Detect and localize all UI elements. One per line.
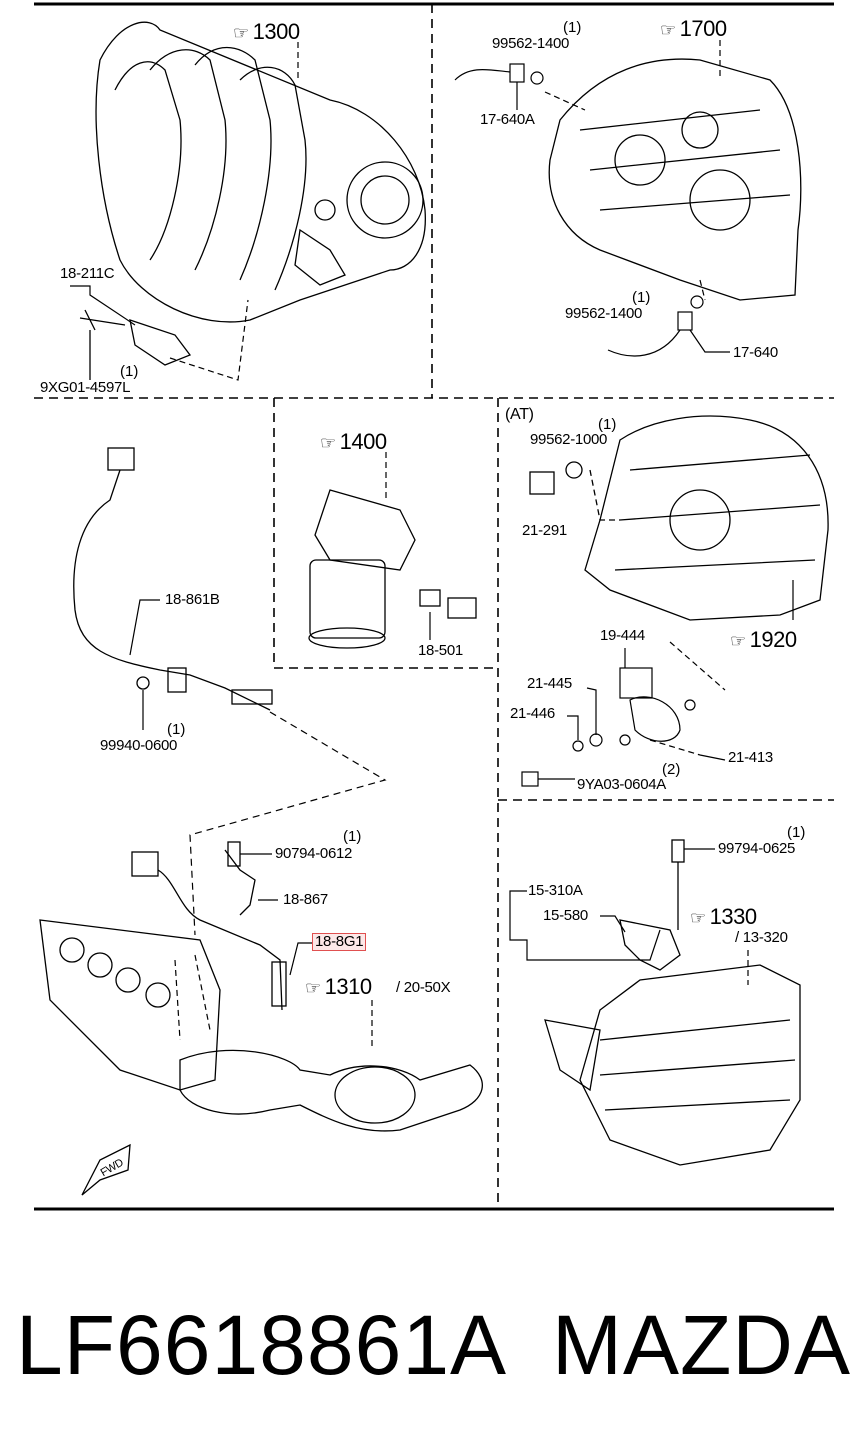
- intake-manifold-illustration: [79, 21, 426, 380]
- part-18-861b[interactable]: 18-861B: [165, 591, 220, 608]
- leader-lines-1310: [174, 853, 373, 1050]
- oil-filter-illustration: [308, 489, 477, 649]
- section-1400[interactable]: ☞1400: [320, 429, 387, 454]
- section-1700[interactable]: ☞1700: [660, 16, 727, 41]
- part-18-8g1-highlighted[interactable]: 18-8G1: [312, 933, 367, 951]
- part-21-446[interactable]: 21-446: [510, 705, 555, 722]
- brand-title: MAZDA: [552, 1298, 851, 1392]
- air-cleaner-illustration: [544, 839, 801, 1166]
- part-18-501[interactable]: 18-501: [418, 642, 463, 659]
- at-transmission-illustration: [529, 415, 829, 621]
- part-90794-0612[interactable]: 90794-0612: [275, 845, 353, 862]
- leader-lines-1300: [70, 42, 299, 381]
- exhaust-manifold-illustration: [39, 841, 483, 1196]
- section-dividers: [34, 4, 834, 1209]
- qty-99794: (1): [787, 824, 806, 841]
- section-1310[interactable]: ☞1310: [305, 974, 372, 999]
- part-9ya03-0604a[interactable]: 9YA03-0604A: [577, 776, 666, 793]
- section-1310-sub: / 20-50X: [396, 979, 451, 996]
- part-18-211c[interactable]: 18-211C: [60, 265, 115, 282]
- part-17-640a[interactable]: 17-640A: [480, 111, 535, 128]
- leader-lines-1920: [567, 580, 794, 761]
- leader-lines-1400: [385, 452, 431, 640]
- pointing-hand-icon: ☞: [233, 23, 249, 43]
- part-19-444[interactable]: 19-444: [600, 627, 645, 644]
- section-1330[interactable]: ☞1330: [690, 904, 757, 929]
- pointing-hand-icon: ☞: [730, 631, 746, 651]
- section-1330-sub: / 13-320: [735, 929, 788, 946]
- part-21-413[interactable]: 21-413: [728, 749, 773, 766]
- pointing-hand-icon: ☞: [660, 20, 676, 40]
- part-18-867[interactable]: 18-867: [283, 891, 328, 908]
- part-99562-1400-mid[interactable]: 99562-1400: [565, 305, 643, 322]
- tps-illustration: [521, 667, 696, 787]
- section-1300[interactable]: ☞1300: [233, 19, 300, 44]
- part-15-310a[interactable]: 15-310A: [528, 882, 583, 899]
- leader-lines-1330: [509, 848, 749, 985]
- part-9xg01-4597l[interactable]: 9XG01-4597L: [40, 379, 131, 396]
- part-99562-1000[interactable]: 99562-1000: [530, 431, 608, 448]
- part-21-445[interactable]: 21-445: [527, 675, 572, 692]
- pointing-hand-icon: ☞: [690, 908, 706, 928]
- leader-lines-1700: [454, 40, 730, 357]
- part-99940-0600[interactable]: 99940-0600: [100, 737, 178, 754]
- qty-9ya03: (2): [662, 761, 681, 778]
- qty-99562-1000: (1): [598, 416, 617, 433]
- qty-90794: (1): [343, 828, 362, 845]
- part-15-580[interactable]: 15-580: [543, 907, 588, 924]
- part-17-640[interactable]: 17-640: [733, 344, 778, 361]
- qty-99940: (1): [167, 721, 186, 738]
- pointing-hand-icon: ☞: [320, 433, 336, 453]
- transmission-illustration: [548, 58, 802, 301]
- part-99562-1400-top[interactable]: 99562-1400: [492, 35, 570, 52]
- qty-9xg01: (1): [120, 363, 139, 380]
- qty-99562-mid: (1): [632, 289, 651, 306]
- section-1920[interactable]: ☞1920: [730, 627, 797, 652]
- pointing-hand-icon: ☞: [305, 978, 321, 998]
- part-21-291[interactable]: 21-291: [522, 522, 567, 539]
- leader-lines-861b: [129, 599, 387, 936]
- at-label: (AT): [505, 406, 534, 423]
- part-number-title: LF6618861A: [16, 1298, 508, 1392]
- part-99794-0625[interactable]: 99794-0625: [718, 840, 796, 857]
- qty-99562-top: (1): [563, 19, 582, 36]
- sensor-18-861b-illustration: [73, 447, 273, 711]
